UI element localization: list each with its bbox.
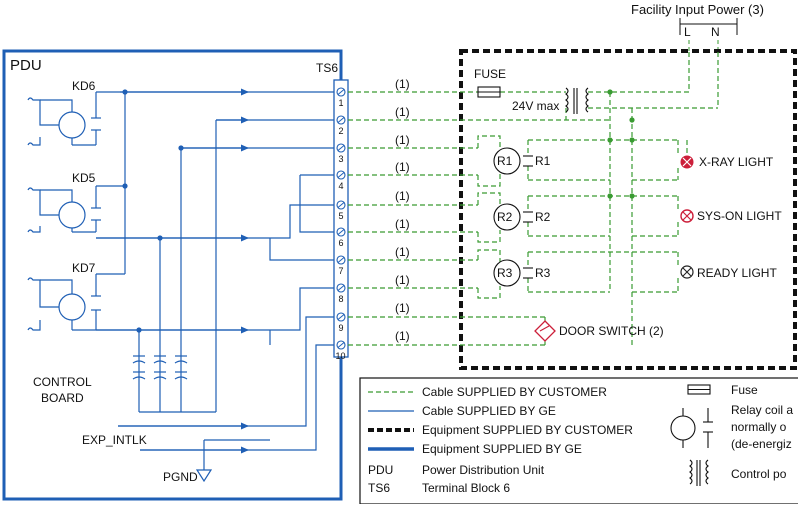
- customer-cables: [348, 52, 719, 346]
- legend-relay-coil-text: Relay coil a: [731, 403, 793, 417]
- terminal-screw-slot: [337, 117, 345, 123]
- terminal-screw-slot: [337, 145, 345, 151]
- control-board-capacitors: [132, 355, 188, 380]
- facility-power: Facility Input Power (3) L N: [631, 2, 764, 52]
- terminal-screw-slot: [337, 172, 345, 178]
- customer-relay-coils: [493, 147, 521, 287]
- terminal-number-7: 7: [339, 266, 344, 276]
- terminal-number-6: 6: [339, 238, 344, 248]
- cable-note-3: (1): [395, 133, 410, 147]
- terminal-number-8: 8: [339, 294, 344, 304]
- terminal-number-9: 9: [339, 323, 344, 333]
- legend-box: [359, 377, 798, 505]
- customer-relay-contacts: [523, 155, 533, 279]
- pdu-relay-leads: [39, 99, 101, 330]
- legend: Cable SUPPLIED BY CUSTOMER Cable SUPPLIE…: [368, 383, 793, 495]
- relay-label-kd6: KD6: [72, 79, 96, 93]
- terminal-block-ts6: TS6 1 2 3 4 5 6 7 8 9 10: [316, 61, 349, 361]
- pdu-title: PDU: [10, 57, 42, 74]
- terminal-number-5: 5: [339, 211, 344, 221]
- coil-label-r3: R3: [497, 266, 513, 280]
- cable-note-9: (1): [395, 301, 410, 315]
- facility-power-label: Facility Input Power (3): [631, 2, 764, 17]
- cable-note-1: (1): [395, 77, 410, 91]
- relay-coil-kd5-icon: [58, 201, 86, 229]
- cable-note-7: (1): [395, 245, 410, 259]
- legend-ge-equipment: Equipment SUPPLIED BY GE: [422, 442, 582, 456]
- x-ray-light-label: X-RAY LIGHT: [699, 155, 774, 169]
- sys-on-light: SYS-ON LIGHT: [680, 209, 782, 223]
- relay-label-kd5: KD5: [72, 171, 96, 185]
- control-board-label-2: BOARD: [41, 391, 84, 405]
- terminal-screw-slot: [337, 314, 345, 320]
- terminal-number-4: 4: [339, 181, 344, 191]
- legend-relay-coil-text-2: normally o: [731, 420, 787, 434]
- terminal-screw-slot: [337, 257, 345, 263]
- terminal-screw-slot: [337, 229, 345, 235]
- legend-ge-cable: Cable SUPPLIED BY GE: [422, 404, 556, 418]
- pdu-junctions: [122, 89, 184, 333]
- contact-label-r2: R2: [535, 210, 551, 224]
- sys-on-light-label: SYS-ON LIGHT: [697, 209, 782, 223]
- coil-label-r2: R2: [497, 210, 513, 224]
- ready-light-label: READY LIGHT: [697, 266, 777, 280]
- cable-note-2: (1): [395, 105, 410, 119]
- legend-relay-coil-icon: [670, 415, 696, 441]
- relay-coil-r1-icon: [493, 147, 521, 175]
- customer-equipment-box: [459, 49, 797, 370]
- door-switch-icon: [534, 320, 556, 342]
- customer-junctions: [607, 89, 635, 199]
- relay-label-kd7: KD7: [72, 261, 96, 275]
- door-switch-label: DOOR SWITCH (2): [559, 324, 664, 338]
- x-ray-light: X-RAY LIGHT: [680, 155, 774, 169]
- door-switch: DOOR SWITCH (2): [534, 320, 664, 342]
- cable-note-6: (1): [395, 217, 410, 231]
- terminal-screw-slot: [337, 89, 345, 95]
- transformer-icon: [565, 87, 589, 114]
- legend-abbr-ts6: TS6: [368, 481, 390, 495]
- legend-fuse-text: Fuse: [731, 383, 758, 397]
- relay-coil-r3-icon: [493, 259, 521, 287]
- terminal-number-10: 10: [336, 351, 346, 361]
- relay-coil-kd6-icon: [58, 111, 86, 139]
- contact-label-r3: R3: [535, 266, 551, 280]
- terminal-block-title: TS6: [316, 61, 338, 75]
- pdu-box: [2, 49, 343, 501]
- control-board-label-1: CONTROL: [33, 375, 92, 389]
- cable-note-4: (1): [395, 160, 410, 174]
- ground-icon: [195, 469, 213, 483]
- line-l-label: L: [684, 25, 691, 39]
- legend-abbr-ts6-text: Terminal Block 6: [422, 481, 510, 495]
- legend-transformer-text: Control po: [731, 467, 787, 481]
- transformer-label: 24V max: [512, 99, 559, 113]
- ready-light: READY LIGHT: [680, 265, 777, 280]
- contact-label-r1: R1: [535, 154, 551, 168]
- pdu-bus-wiring: [96, 88, 334, 470]
- legend-relay-coil-text-3: (de-energiz: [731, 437, 792, 451]
- cable-note-5: (1): [395, 189, 410, 203]
- pgnd-label: PGND: [163, 470, 198, 484]
- terminal-number-1: 1: [339, 98, 344, 108]
- terminal-screw-slot: [337, 342, 345, 348]
- fuse-label: FUSE: [474, 67, 506, 81]
- terminal-number-3: 3: [339, 154, 344, 164]
- terminal-number-2: 2: [339, 126, 344, 136]
- legend-transformer-icon: [689, 459, 709, 486]
- terminal-screw-slot: [337, 285, 345, 291]
- coil-label-r1: R1: [497, 154, 513, 168]
- legend-customer-equipment: Equipment SUPPLIED BY CUSTOMER: [422, 423, 633, 437]
- cable-note-10: (1): [395, 329, 410, 343]
- terminal-screw-slot: [337, 202, 345, 208]
- cable-notes: (1) (1) (1) (1) (1) (1) (1) (1) (1) (1): [395, 77, 410, 343]
- legend-abbr-pdu: PDU: [368, 463, 393, 477]
- exp-intlk-label: EXP_INTLK: [82, 433, 147, 447]
- legend-customer-cable: Cable SUPPLIED BY CUSTOMER: [422, 385, 607, 399]
- cable-note-8: (1): [395, 273, 410, 287]
- relay-coil-kd7-icon: [58, 293, 86, 321]
- legend-abbr-pdu-text: Power Distribution Unit: [422, 463, 545, 477]
- relay-coil-r2-icon: [493, 203, 521, 231]
- line-n-label: N: [711, 25, 720, 39]
